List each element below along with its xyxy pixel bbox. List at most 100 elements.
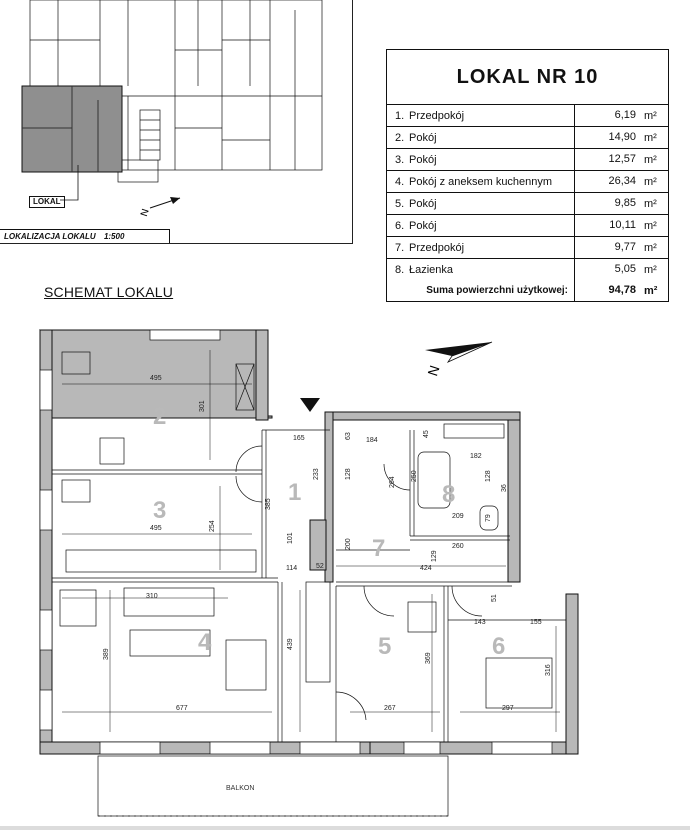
dimension-label: 101 [287,532,294,544]
location-caption: LOKALIZACJA LOKALU 1:500 [0,229,170,243]
room-area-unit: m² [644,175,657,188]
room-area: 14,90 [574,127,640,148]
dimension-label: 389 [103,648,110,660]
room-name: Pokój [409,219,437,232]
room-name: Przedpokój [409,241,465,254]
dimension-label: 495 [150,375,162,382]
dimension-label: 209 [452,513,464,520]
unit-title: LOKAL NR 10 [387,50,668,105]
bottom-rule [0,826,690,830]
dimension-label: 264 [389,476,396,488]
location-caption-text: LOKALIZACJA LOKALU [4,232,96,241]
dimension-label: 385 [265,498,272,510]
sum-label: Suma powierzchni użytkowej: [426,285,568,296]
room-name: Pokój [409,131,437,144]
dimension-label: 45 [423,430,430,438]
dimension-label: 52 [316,563,324,570]
dimension-label: 182 [470,453,482,460]
room-number-8: 8 [442,481,455,508]
room-area: 5,05 [574,259,640,280]
room-number-6: 6 [492,633,505,660]
room-row: 8. Łazienka 5,05 m² [387,259,668,280]
dimension-label: 36 [501,484,508,492]
room-area-unit: m² [644,197,657,210]
dimension-label: 155 [530,619,542,626]
dimension-label: 79 [485,514,492,522]
room-area: 26,34 [574,171,640,192]
room-area: 12,57 [574,149,640,170]
dimension-label: 260 [452,543,464,550]
room-number: 2. [395,131,405,144]
dimension-label: 424 [420,565,432,572]
balcony-label: BALKON [226,785,254,792]
entrance-marker [300,398,320,412]
room-number-1: 1 [288,479,301,506]
schema-title: SCHEMAT LOKALU [44,284,174,300]
dimension-label: 310 [146,593,158,600]
room-row: 4. Pokój z aneksem kuchennym 26,34 m² [387,171,668,193]
floor-plan: N [38,329,579,817]
sum-area: 94,78 [574,280,640,301]
dimension-label: 128 [345,468,352,480]
walls [38,329,579,755]
dimension-label: 677 [176,705,188,712]
room-area-unit: m² [644,153,657,166]
dimension-label: 114 [286,565,297,572]
dimension-label: 184 [366,437,378,444]
room-numbers: 2 3 1 4 7 8 5 6 [153,403,505,660]
room-row: 7. Przedpokój 9,77 m² [387,237,668,259]
room-number: 6. [395,219,405,232]
room-area: 10,11 [574,215,640,236]
room-number: 7. [395,241,405,254]
dimension-label: 439 [287,638,294,650]
room-row: 3. Pokój 12,57 m² [387,149,668,171]
room-number: 4. [395,175,405,188]
dimension-label: 250 [411,470,418,482]
north-arrow-small: N [139,197,181,218]
room-area-unit: m² [644,131,657,144]
building-key-plan: N [21,0,323,218]
dimension-label: 267 [384,705,396,712]
north-label: N [424,363,442,378]
room-number-7: 7 [372,535,385,562]
location-panel: N LOKAL LOKALIZACJA LOKALU 1:500 [0,0,353,244]
room-number-5: 5 [378,633,391,660]
dimension-label: 233 [313,468,320,480]
room-number-2: 2 [153,403,166,430]
dimension-label: 129 [431,550,438,562]
room-name: Pokój [409,153,437,166]
dimension-label: 165 [293,435,305,442]
room-row: 6. Pokój 10,11 m² [387,215,668,237]
dimension-label: 301 [199,400,206,412]
dimension-label: 254 [209,520,216,532]
dimension-label: 297 [502,705,514,712]
room-number: 3. [395,153,405,166]
room-area-unit: m² [644,219,657,232]
room-area-unit: m² [644,263,657,276]
dimension-label: 143 [474,619,486,626]
room-area-unit: m² [644,241,657,254]
room-name: Łazienka [409,263,454,276]
room-row: 2. Pokój 14,90 m² [387,127,668,149]
room-area-unit: m² [644,109,657,122]
room-name: Pokój z aneksem kuchennym [409,175,553,188]
sum-unit: m² [644,284,658,297]
dimension-label: 128 [485,470,492,482]
lokal-tag: LOKAL [29,196,65,208]
north-arrow: N [424,341,493,378]
dimension-label: 369 [425,652,432,664]
sum-row: Suma powierzchni użytkowej: 94,78 m² [387,280,668,301]
room-number: 5. [395,197,405,210]
room-name: Przedpokój [409,109,465,122]
location-scale: 1:500 [103,232,125,241]
dimension-label: 200 [345,538,352,550]
room-number-4: 4 [198,629,212,656]
room-name: Pokój [409,197,437,210]
room-area: 9,77 [574,237,640,258]
room-number: 8. [395,263,405,276]
